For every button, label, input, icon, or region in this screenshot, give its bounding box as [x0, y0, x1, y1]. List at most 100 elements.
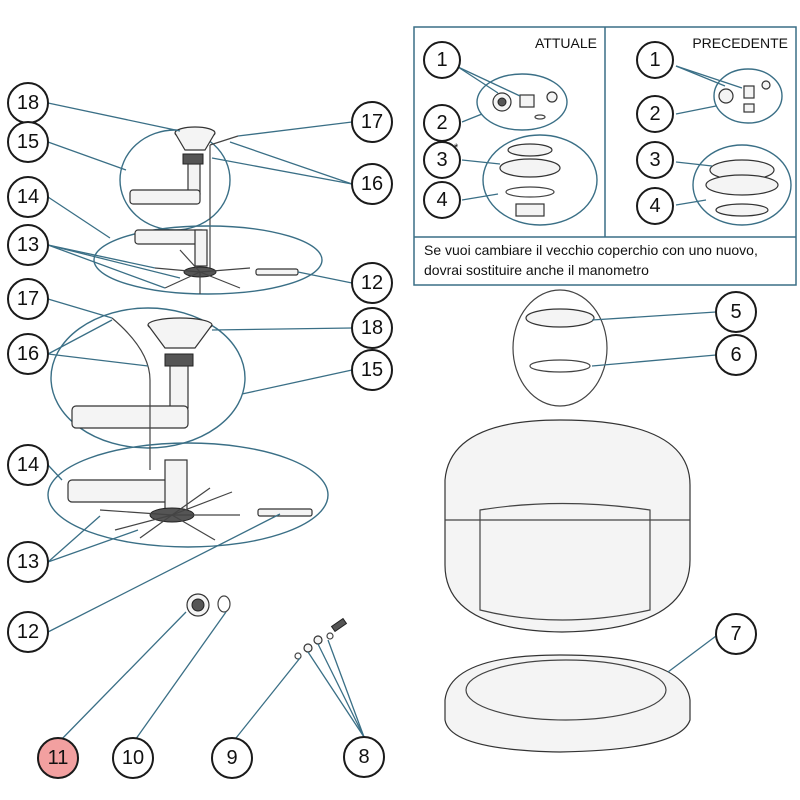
callout-17-lower: 17	[7, 278, 49, 320]
callouts: 18 15 14 13 12 17 16 17 16 18 15 14 13 1…	[7, 41, 757, 779]
callout-18-lower-label: 18	[361, 317, 383, 339]
union-nut-core	[191, 598, 205, 612]
callout-15-lower: 15	[351, 349, 393, 391]
leader-a4	[461, 193, 499, 201]
callout-precedente-2: 2	[636, 95, 674, 133]
note-line-2: dovrai sostituire anche il manometro	[424, 262, 649, 278]
callout-precedente-1: 1	[636, 41, 674, 79]
callout-13-upper-label: 13	[17, 234, 39, 256]
callout-precedente-1-circle	[636, 41, 674, 79]
leader-13a-2	[47, 244, 166, 289]
callout-10-label: 10	[122, 747, 144, 769]
callout-15-lower-label: 15	[361, 359, 383, 381]
lateral-lower-6	[171, 487, 211, 516]
callout-17-upper: 17	[351, 101, 393, 143]
panel-leaders	[457, 65, 743, 206]
leader-8-2	[317, 643, 365, 738]
tank-base-top	[465, 659, 667, 721]
callout-precedente-1-label: 1	[649, 49, 660, 71]
lateral-lower-5	[171, 491, 233, 516]
lateral-lower-2	[114, 514, 173, 531]
attuale-gauge-part	[546, 91, 558, 103]
callout-precedente-4-circle	[636, 187, 674, 225]
callout-17-lower-label: 17	[17, 288, 39, 310]
callout-13-lower: 13	[7, 541, 49, 583]
callout-5: 5	[715, 291, 757, 333]
laterals-upper	[154, 249, 251, 294]
callout-attuale-3: 3*	[423, 141, 461, 179]
comparison-panel: ATTUALE PRECEDENTE Se vuoi cambiare il v…	[413, 26, 797, 286]
callout-9-label: 9	[226, 747, 237, 769]
tank-base	[444, 654, 691, 753]
callout-attuale-4-label: 4	[436, 189, 447, 211]
callout-18-lower-circle	[351, 307, 393, 349]
leader-14a	[47, 196, 111, 239]
bubble-14-lower	[47, 442, 329, 548]
drain-small-oring-part	[294, 652, 302, 660]
leader-13b-2	[47, 529, 139, 563]
callout-15-upper-circle	[7, 121, 49, 163]
small-parts	[186, 593, 348, 660]
callout-5-circle	[715, 291, 757, 333]
laterals-lower	[99, 487, 240, 541]
precedente-gauge-part	[761, 80, 771, 90]
bubble-14-upper	[93, 225, 323, 295]
callout-8-circle	[343, 736, 385, 778]
leader-11	[57, 611, 187, 744]
drain-parts	[294, 617, 348, 660]
lateral-upper-2	[164, 271, 201, 289]
leader-a3	[461, 159, 501, 165]
leader-a2	[461, 113, 483, 123]
attuale-lid-ring	[499, 158, 561, 178]
callout-11-circle	[37, 737, 79, 779]
leader-9	[231, 657, 301, 744]
lid-ring-part	[525, 308, 595, 328]
callout-precedente-4: 4	[636, 187, 674, 225]
precedente-fitting-part	[743, 85, 755, 99]
callout-attuale-1-circle	[423, 41, 461, 79]
lateral-lower-1	[99, 509, 173, 516]
lateral-upper-6	[179, 249, 201, 273]
callout-6-circle	[715, 334, 757, 376]
callout-14-lower: 14	[7, 444, 49, 486]
callout-attuale-4: 4	[423, 181, 461, 219]
lateral-lower-3	[139, 514, 173, 539]
callout-8: 8	[343, 736, 385, 778]
callout-16-upper-circle	[351, 163, 393, 205]
attuale-lid-base	[515, 203, 545, 217]
tank-panel	[479, 502, 651, 621]
callout-18-upper: 18	[7, 82, 49, 124]
callout-11-label: 11	[48, 747, 69, 769]
lateral-upper-1	[154, 267, 201, 273]
leader-12b	[47, 513, 281, 633]
attuale-oring-part	[534, 114, 546, 120]
lateral-pipe-upper	[129, 189, 201, 205]
attuale-lid-bubble	[482, 134, 598, 226]
callout-precedente-2-circle	[636, 95, 674, 133]
upper-assembly	[93, 126, 323, 295]
leader-5	[591, 311, 717, 321]
callout-precedente-2-label: 2	[649, 103, 660, 125]
callout-12-lower: 12	[7, 611, 49, 653]
lateral-upper-3	[199, 271, 241, 289]
callout-12-lower-label: 12	[17, 621, 39, 643]
callout-16-upper: 16	[351, 163, 393, 205]
attuale-valve-bubble	[476, 73, 568, 131]
lateral-lower-4	[171, 514, 216, 541]
callout-10-circle	[112, 737, 154, 779]
callout-14-upper: 14	[7, 176, 49, 218]
filter-tank	[444, 289, 691, 753]
leader-13a-3	[47, 244, 181, 279]
attuale-lid-top	[507, 143, 553, 157]
leader-p3	[675, 161, 713, 167]
callout-attuale-3-label: 3	[436, 149, 447, 171]
leader-7	[667, 635, 717, 673]
leader-16b-1	[47, 319, 113, 355]
callout-6-label: 6	[730, 344, 741, 366]
precedente-title: PRECEDENTE	[692, 35, 788, 51]
leader-15a	[47, 141, 127, 171]
tank-body	[444, 419, 691, 633]
leader-p1-b	[675, 65, 743, 89]
callout-14-upper-label: 14	[17, 186, 39, 208]
